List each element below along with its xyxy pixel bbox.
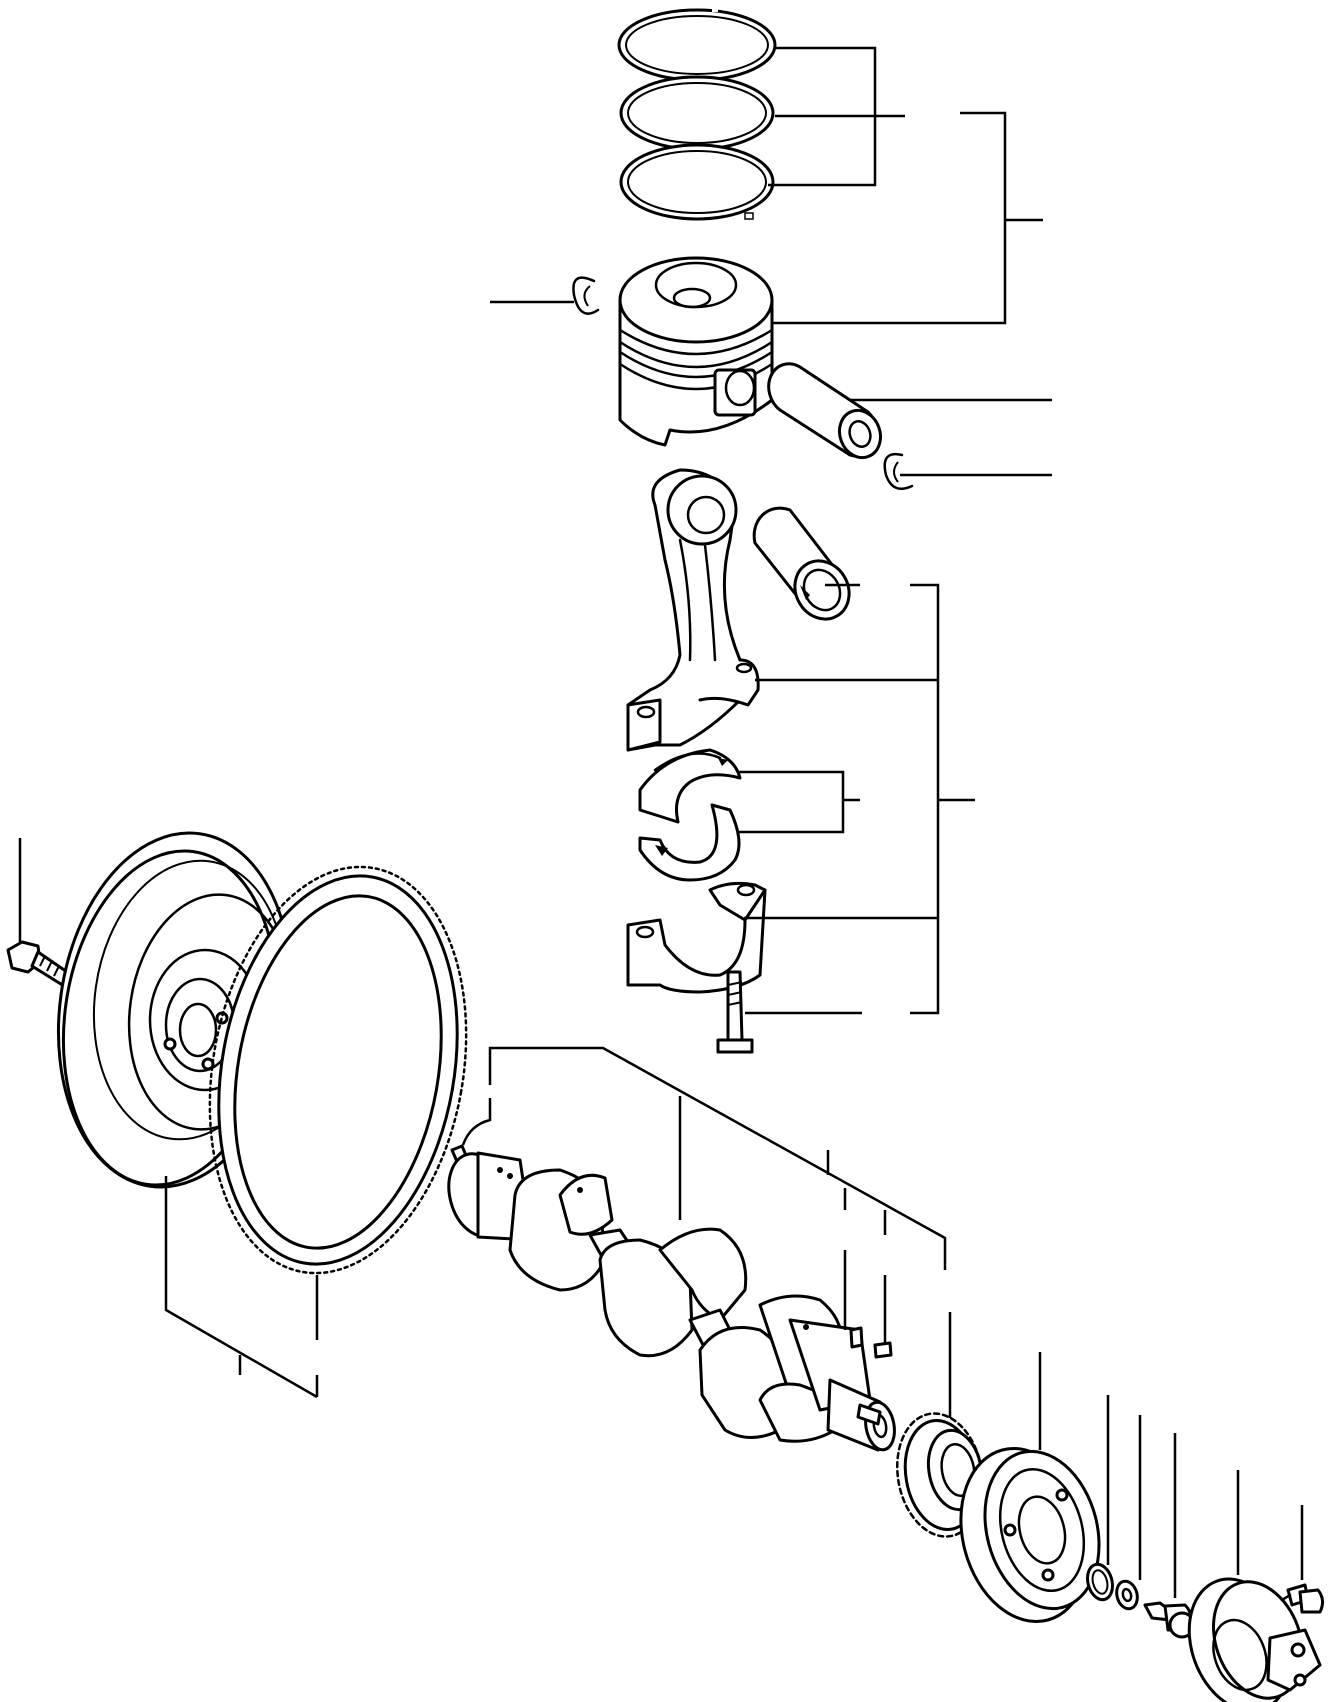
snap-ring-left-icon [573, 278, 598, 314]
connecting-rod-icon [628, 470, 758, 750]
small-end-bushing-icon [754, 508, 859, 629]
rod-bolt-icon [718, 972, 752, 1052]
snap-ring-right-icon [885, 454, 912, 489]
washer-icon [1114, 1579, 1141, 1611]
coupling-flange-icon [1172, 1565, 1320, 1702]
piston-ring-middle-icon [621, 77, 773, 149]
piston-icon [620, 258, 772, 445]
piston-ring-top-icon [619, 6, 775, 80]
o-ring-icon [1084, 1562, 1116, 1603]
flywheel-bolt-icon [8, 942, 70, 986]
coupling-bolt-icon [1282, 1585, 1323, 1612]
rod-cap-icon [628, 883, 765, 992]
piston-pin-icon [769, 364, 887, 464]
pulley-bolt-icon [1145, 1603, 1194, 1637]
leader-lines [20, 48, 1302, 1598]
pulley-icon [942, 1434, 1115, 1636]
key-large-icon [875, 1343, 891, 1357]
bearing-shell-lower-icon [640, 805, 739, 880]
piston-ring-oil-icon [621, 145, 773, 219]
key-small-icon [851, 1328, 862, 1347]
ring-gear-icon [179, 846, 496, 1293]
crankshaft-icon [440, 1147, 898, 1452]
piston-rings [619, 6, 775, 219]
bearing-shell-upper-icon [640, 750, 740, 822]
